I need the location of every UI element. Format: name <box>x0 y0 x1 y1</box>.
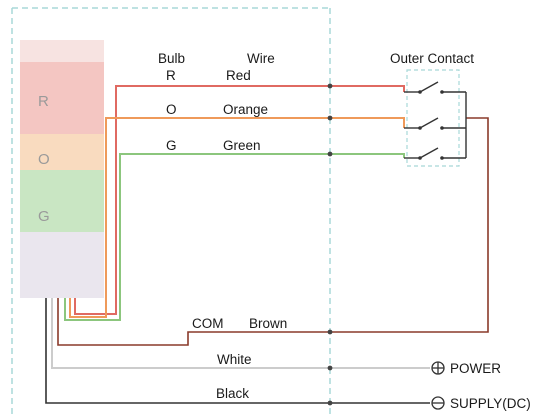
junction-dots <box>327 83 333 406</box>
wire-header: Wire <box>247 51 275 66</box>
wire-orange-label: Orange <box>223 102 268 117</box>
wire-brown <box>57 117 489 346</box>
bulb-g-label: G <box>166 138 177 153</box>
signal-tower: R O G <box>20 40 104 298</box>
wire-black <box>45 298 430 404</box>
switch-contact-dots <box>418 90 444 160</box>
wire-black-label: Black <box>216 386 249 401</box>
device-outline <box>11 7 331 416</box>
bulb-header: Bulb <box>158 51 185 66</box>
outer-contact-switches <box>404 81 467 159</box>
wire-red-label: Red <box>226 68 251 83</box>
lamp-base <box>20 232 104 298</box>
com-label: COM <box>192 316 224 331</box>
lamp-letter-g: G <box>38 208 50 225</box>
bulb-r-label: R <box>166 68 176 83</box>
lamp-cap <box>20 40 104 62</box>
wire-orange <box>69 117 405 318</box>
wire-green <box>64 153 405 321</box>
contact-box <box>406 69 460 167</box>
supply-dc-label: SUPPLY(DC) <box>450 396 531 411</box>
bulb-o-label: O <box>166 102 177 117</box>
wire-green-label: Green <box>223 138 261 153</box>
outer-contact-header: Outer Contact <box>390 51 474 66</box>
wire-red <box>74 85 405 315</box>
plus-terminal-icon <box>431 361 445 375</box>
minus-terminal-icon <box>431 396 445 410</box>
lamp-section-red <box>20 62 104 134</box>
wire-white-label: White <box>217 352 252 367</box>
wire-white <box>51 298 430 369</box>
wire-brown-label: Brown <box>249 316 287 331</box>
lamp-section-green <box>20 170 104 232</box>
power-label: POWER <box>450 361 501 376</box>
lamp-letter-o: O <box>38 151 50 168</box>
lamp-letter-r: R <box>38 93 49 110</box>
lamp-section-orange <box>20 134 104 170</box>
